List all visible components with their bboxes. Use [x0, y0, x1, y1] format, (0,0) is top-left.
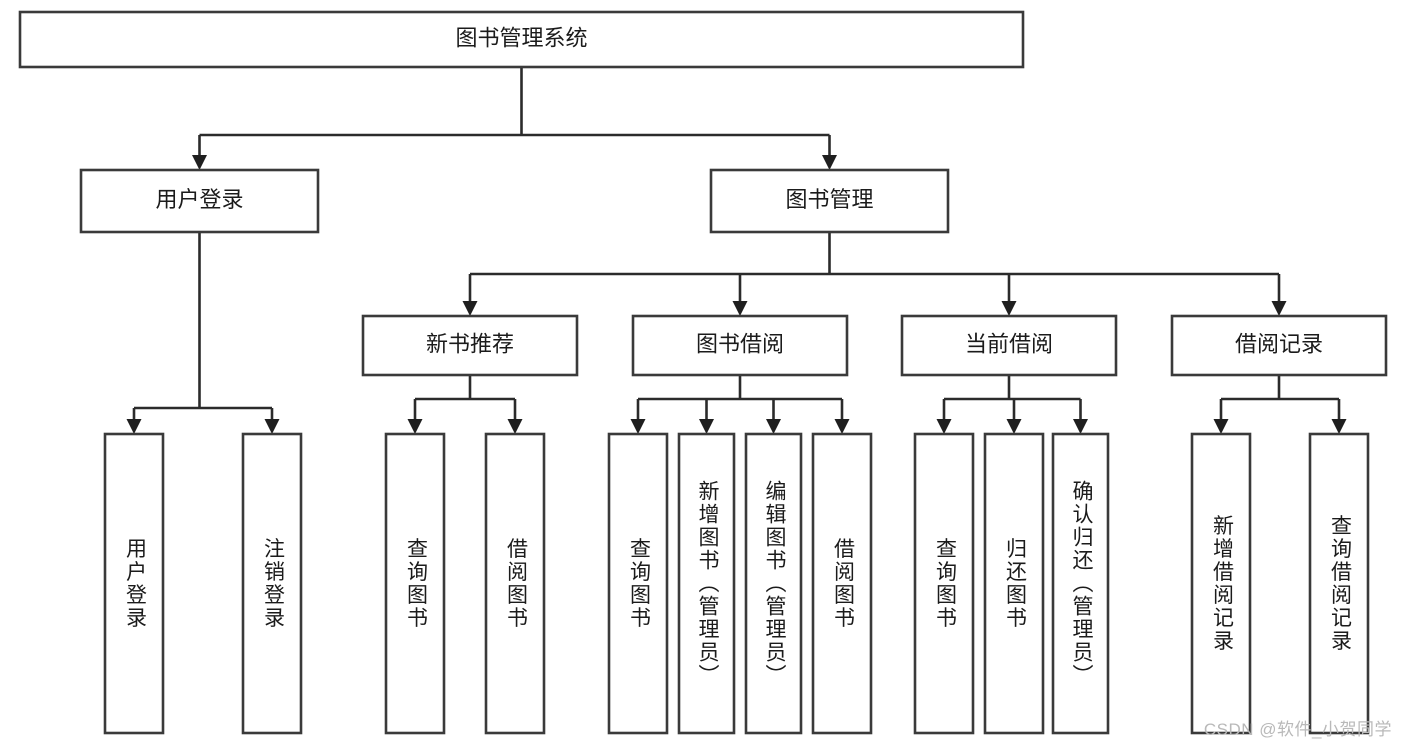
- node-l3-user-login[interactable]: 用户登录: [103, 432, 165, 735]
- edge-arrow-icon: [1073, 419, 1088, 434]
- node-box: [1308, 432, 1370, 735]
- node-label: 确认归还（管理员）: [1070, 480, 1094, 687]
- node-label: 用户登录: [155, 187, 243, 212]
- edge-arrow-icon: [407, 419, 423, 434]
- node-box: [631, 314, 849, 377]
- edge-arrow-icon: [192, 155, 207, 170]
- node-box: [18, 10, 1025, 69]
- node-label: 借阅图书: [504, 538, 528, 630]
- node-l3-edit-book-admin[interactable]: 编辑图书（管理员）: [744, 432, 803, 735]
- node-label: 新书推荐: [426, 331, 514, 356]
- node-label: 当前借阅: [965, 331, 1053, 356]
- node-l2-new-book-rec[interactable]: 新书推荐: [361, 314, 579, 377]
- node-l3-add-book-admin[interactable]: 新增图书（管理员）: [677, 432, 736, 735]
- edge-arrow-icon: [699, 419, 714, 434]
- node-l3-borrow-book-b[interactable]: 借阅图书: [811, 432, 873, 735]
- node-l2-book-borrow[interactable]: 图书借阅: [631, 314, 849, 377]
- node-label: 查询图书: [627, 538, 651, 630]
- node-l2-current-borrow[interactable]: 当前借阅: [900, 314, 1118, 377]
- node-box: [79, 168, 320, 234]
- node-l3-query-borrow-record[interactable]: 查询借阅记录: [1308, 432, 1370, 735]
- node-box: [900, 314, 1118, 377]
- node-label: 查询图书: [404, 538, 428, 630]
- edge-arrow-icon: [936, 419, 952, 434]
- node-box: [241, 432, 303, 735]
- node-l1-user-login[interactable]: 用户登录: [79, 168, 320, 234]
- node-box: [913, 432, 975, 735]
- edge-arrow-icon: [1331, 419, 1347, 434]
- node-label: 注销登录: [261, 538, 285, 630]
- node-l3-query-book-a[interactable]: 查询图书: [384, 432, 446, 735]
- edge-arrow-icon: [630, 419, 646, 434]
- node-l2-borrow-record[interactable]: 借阅记录: [1170, 314, 1388, 377]
- node-l3-confirm-return-admin[interactable]: 确认归还（管理员）: [1051, 432, 1110, 735]
- node-l3-logout-login[interactable]: 注销登录: [241, 432, 303, 735]
- node-box: [484, 432, 546, 735]
- node-box: [677, 432, 736, 735]
- node-l3-query-book-c[interactable]: 查询图书: [913, 432, 975, 735]
- edge-arrow-icon: [834, 419, 850, 434]
- node-label: 借阅记录: [1235, 331, 1323, 356]
- edge-arrow-icon: [462, 301, 478, 316]
- edge-arrow-icon: [507, 419, 523, 434]
- edge-arrow-icon: [1006, 419, 1022, 434]
- node-box: [709, 168, 950, 234]
- node-box: [384, 432, 446, 735]
- node-box: [744, 432, 803, 735]
- node-l3-query-book-b[interactable]: 查询图书: [607, 432, 669, 735]
- node-label: 图书管理系统: [455, 25, 587, 50]
- node-label: 编辑图书（管理员）: [763, 480, 787, 687]
- node-l3-add-borrow-record[interactable]: 新增借阅记录: [1190, 432, 1252, 735]
- node-l1-book-mgmt[interactable]: 图书管理: [709, 168, 950, 234]
- edge-arrow-icon: [1001, 301, 1017, 316]
- node-label: 借阅图书: [831, 538, 855, 630]
- node-box: [983, 432, 1045, 735]
- node-box: [1051, 432, 1110, 735]
- node-label: 查询借阅记录: [1328, 515, 1352, 653]
- node-label: 图书借阅: [696, 331, 784, 356]
- node-box: [103, 432, 165, 735]
- node-label: 图书管理: [785, 187, 873, 212]
- node-box: [607, 432, 669, 735]
- node-box: [1190, 432, 1252, 735]
- node-root[interactable]: 图书管理系统: [18, 10, 1025, 69]
- nodes-layer: 图书管理系统用户登录图书管理新书推荐图书借阅当前借阅借阅记录用户登录注销登录查询…: [18, 10, 1388, 735]
- node-box: [361, 314, 579, 377]
- node-label: 归还图书: [1003, 538, 1027, 630]
- node-label: 新增借阅记录: [1210, 515, 1234, 653]
- node-label: 用户登录: [123, 538, 147, 630]
- edge-arrow-icon: [822, 155, 837, 170]
- node-box: [1170, 314, 1388, 377]
- edges-layer: [126, 67, 1347, 434]
- node-l3-borrow-book-a[interactable]: 借阅图书: [484, 432, 546, 735]
- node-label: 查询图书: [933, 538, 957, 630]
- edge-arrow-icon: [766, 419, 781, 434]
- edge-arrow-icon: [732, 301, 748, 316]
- node-l3-return-book[interactable]: 归还图书: [983, 432, 1045, 735]
- edge-arrow-icon: [126, 419, 142, 434]
- node-box: [811, 432, 873, 735]
- edge-arrow-icon: [1271, 301, 1287, 316]
- edge-arrow-icon: [264, 419, 280, 434]
- node-label: 新增图书（管理员）: [696, 480, 720, 687]
- edge-arrow-icon: [1213, 419, 1229, 434]
